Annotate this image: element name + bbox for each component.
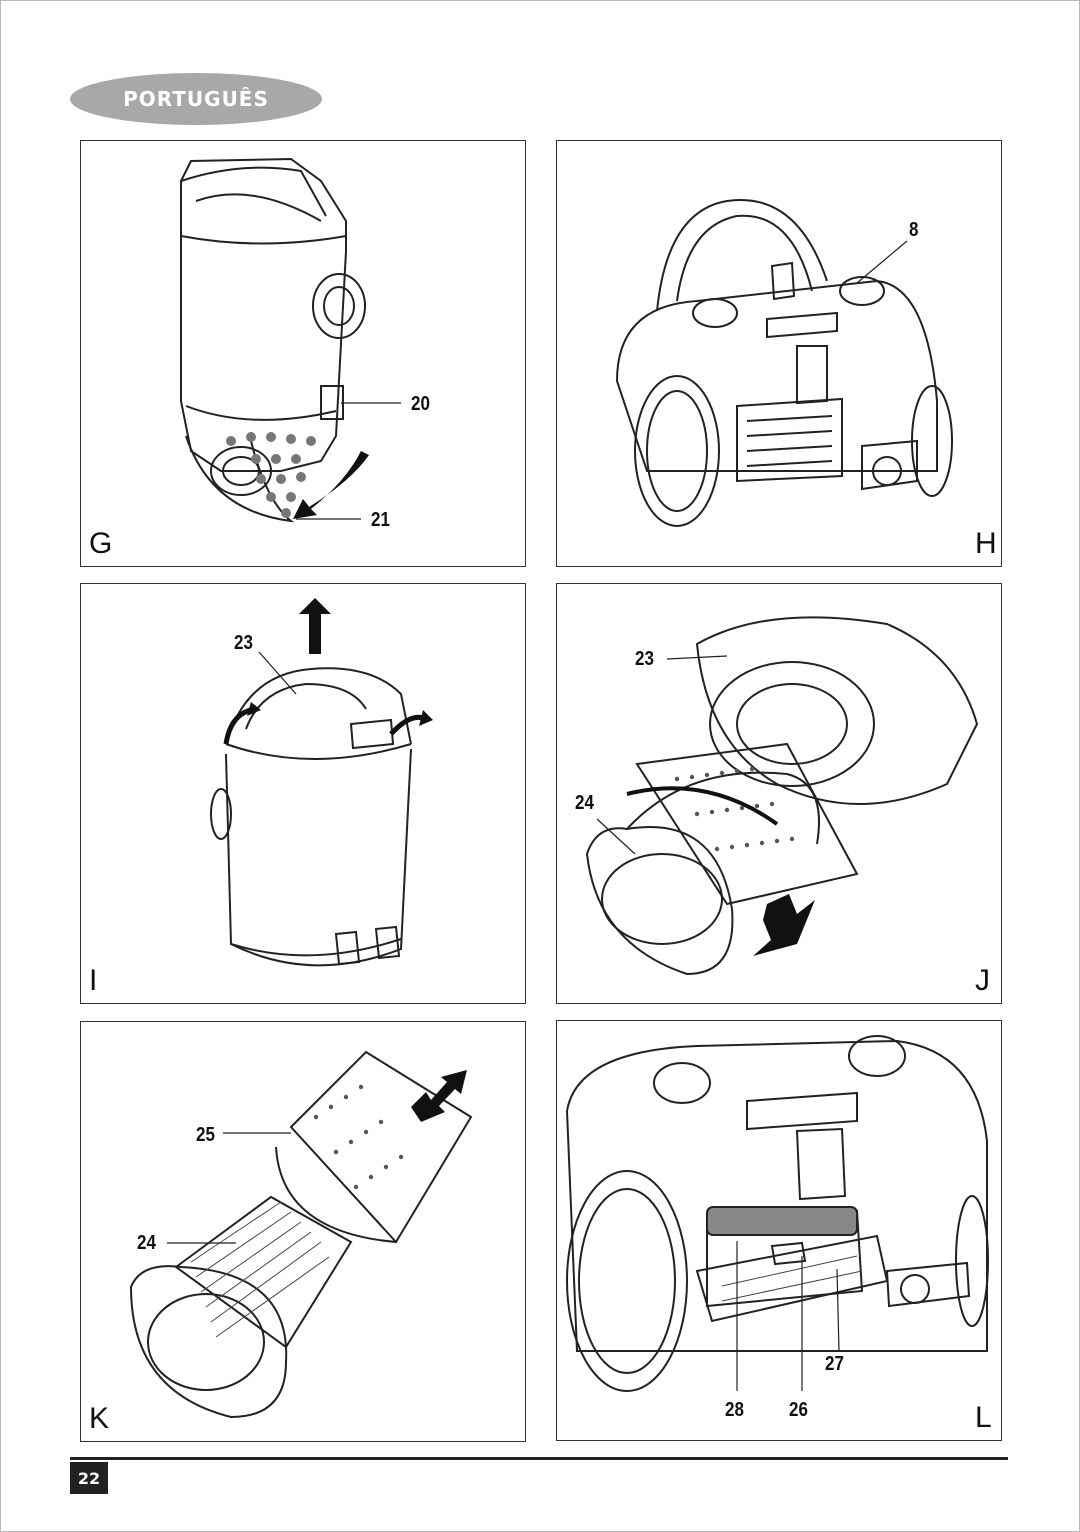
filter-removal-drawing: [585, 616, 979, 976]
figure-letter: L: [975, 1401, 992, 1434]
vacuum-body-drawing: [615, 199, 953, 527]
callout-28: 28: [725, 1399, 744, 1421]
figure-l: 27 28 26 L: [556, 1020, 1002, 1441]
callout-24: 24: [575, 792, 594, 814]
filter-parts-drawing: [129, 1050, 473, 1419]
exhaust-filter-drawing: [565, 1035, 989, 1392]
vacuum-container-drawing: [180, 157, 401, 523]
callout-26: 26: [789, 1399, 808, 1421]
figure-g: 20 21 G: [80, 140, 526, 567]
callout-25: 25: [196, 1124, 215, 1146]
figure-h: 8 H: [556, 140, 1002, 567]
container-lid-drawing: [210, 598, 433, 967]
footer-rule: [70, 1457, 1008, 1460]
language-badge: PORTUGUÊS: [70, 73, 322, 125]
callout-20: 20: [411, 393, 430, 415]
callout-23: 23: [234, 632, 253, 654]
figure-letter: I: [89, 964, 98, 997]
figure-letter: J: [975, 964, 990, 997]
page-number: 22: [70, 1462, 108, 1494]
callout-24: 24: [137, 1232, 156, 1254]
figure-j: 23 24 J: [556, 583, 1002, 1004]
figure-letter: G: [89, 527, 113, 560]
callout-8: 8: [909, 219, 919, 241]
figure-letter: K: [89, 1402, 110, 1435]
figure-letter: H: [975, 527, 997, 560]
callout-23: 23: [635, 648, 654, 670]
figure-k: 25 24 K: [80, 1021, 526, 1442]
figure-i: 23 I: [80, 583, 526, 1004]
callout-21: 21: [371, 509, 390, 531]
language-label: PORTUGUÊS: [123, 87, 269, 111]
callout-27: 27: [825, 1353, 844, 1375]
